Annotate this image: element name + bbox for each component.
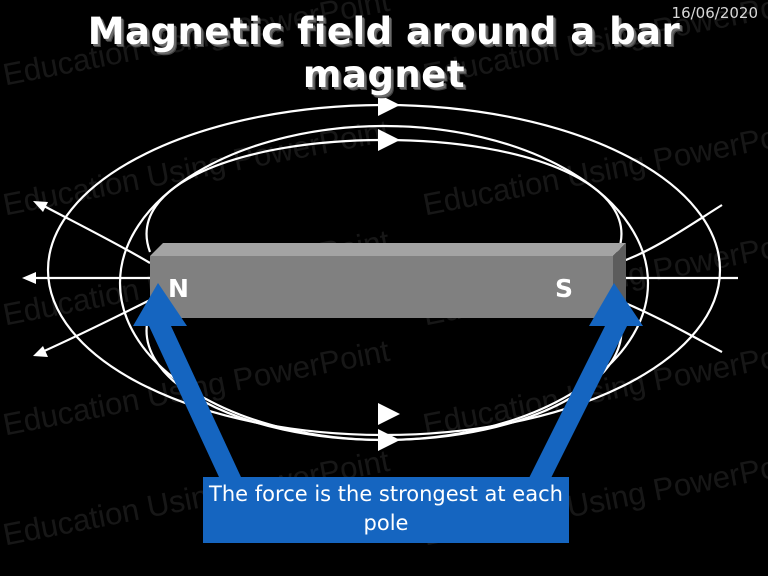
arrowhead-left-icon: [33, 201, 48, 212]
pole-arrows: [133, 283, 643, 490]
field-line-inner-top: [145, 138, 623, 253]
field-line-left-upper: [41, 204, 151, 264]
slide-title: Magnetic field around a bar magnet: [87, 10, 681, 96]
arrowhead-left-icon: [33, 346, 48, 357]
arrow-to-north-icon: [133, 283, 247, 490]
north-pole-label: N: [168, 274, 189, 303]
field-line-right-lower: [617, 298, 723, 353]
arrowhead-right-icon: [378, 94, 400, 116]
magnet-front-face: [150, 256, 613, 318]
arrowhead-right-icon: [378, 403, 400, 425]
arrowhead-left-icon: [22, 272, 36, 284]
arrowhead-right-icon: [378, 429, 400, 451]
field-line-left-lower: [41, 299, 151, 354]
arrow-to-south-icon: [523, 283, 643, 490]
arrowhead-right-icon: [378, 129, 400, 151]
field-arrowheads: [22, 94, 620, 451]
slide-date: 16/06/2020: [671, 4, 758, 22]
field-line-right-upper: [617, 204, 723, 265]
magnet-top-face: [150, 243, 626, 256]
south-pole-label: S: [555, 274, 574, 303]
callout-box: The force is the strongest at each pole: [203, 477, 569, 543]
